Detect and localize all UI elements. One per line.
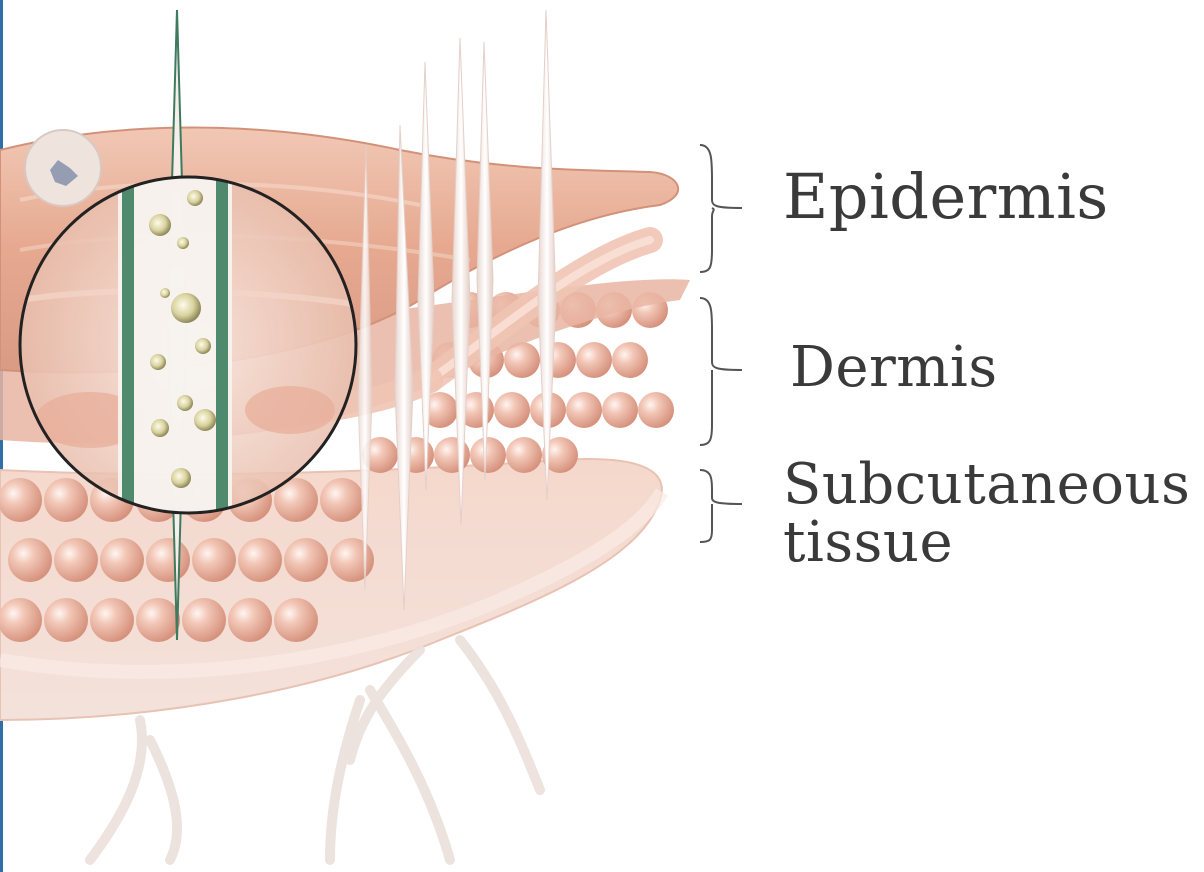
subcutaneous-label-line2: tissue <box>783 514 1190 572</box>
fat-cell <box>612 342 648 378</box>
fat-cell <box>8 538 52 582</box>
fat-cell <box>44 598 88 642</box>
dermis-bracket <box>700 298 742 445</box>
fat-cell <box>330 538 374 582</box>
fat-cell <box>320 478 364 522</box>
fat-cell <box>576 342 612 378</box>
fat-cell <box>506 437 542 473</box>
fat-cell <box>100 538 144 582</box>
fat-cell <box>0 478 42 522</box>
fat-cell <box>54 538 98 582</box>
fat-cell <box>90 598 134 642</box>
subcutaneous-bracket <box>700 470 742 542</box>
epidermis-label: Epidermis <box>783 160 1109 233</box>
fat-cell <box>494 392 530 428</box>
molecule-sphere <box>25 130 101 206</box>
fat-cell <box>284 538 328 582</box>
fat-cell <box>0 598 42 642</box>
fat-cell <box>192 538 236 582</box>
layer-brackets <box>700 145 742 542</box>
fat-cell <box>136 598 180 642</box>
magnified-view <box>20 176 360 516</box>
fat-cell <box>228 598 272 642</box>
fat-cell <box>274 598 318 642</box>
subcutaneous-label-line1: Subcutaneous <box>783 456 1190 514</box>
fat-cell <box>566 392 602 428</box>
dermis-label: Dermis <box>790 335 998 400</box>
epidermis-bracket <box>700 145 742 272</box>
fat-cell <box>638 392 674 428</box>
fat-cell <box>602 392 638 428</box>
fat-cell <box>146 538 190 582</box>
subcutaneous-tissue-label: Subcutaneous tissue <box>783 456 1190 572</box>
fat-cell <box>470 437 506 473</box>
fat-cell <box>238 538 282 582</box>
fat-cell <box>44 478 88 522</box>
fat-cell <box>182 598 226 642</box>
